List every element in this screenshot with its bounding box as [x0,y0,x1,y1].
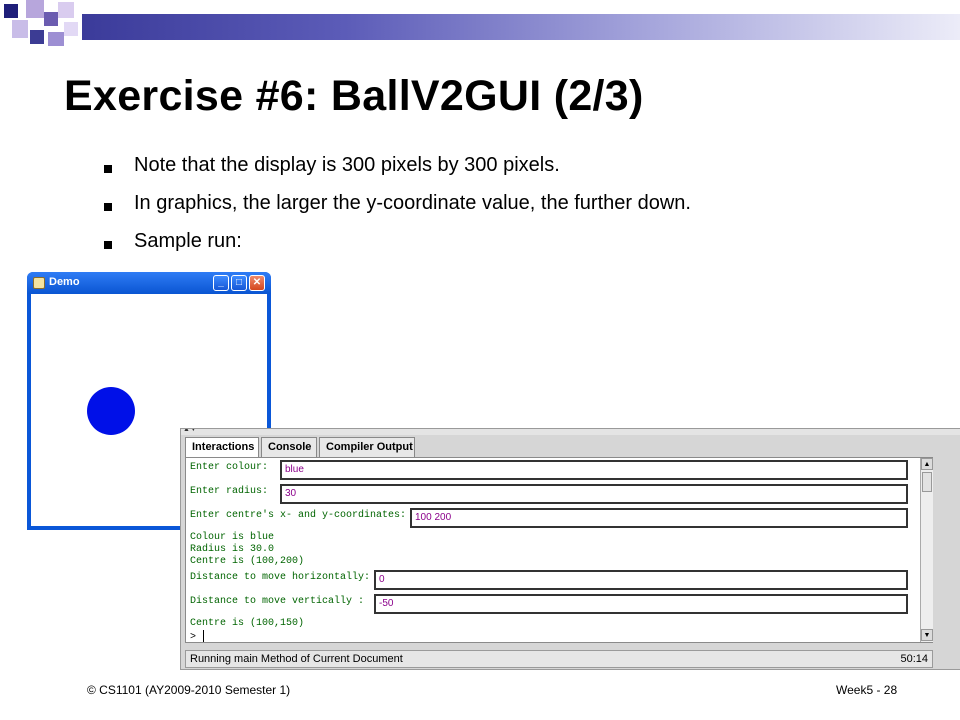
panel-splitter[interactable]: ▲▼ [181,429,960,435]
title-accent-bar [82,14,960,40]
bullet-item: Note that the display is 300 pixels by 3… [104,154,944,192]
output-line: Centre is (100,200) [190,556,305,567]
maximize-button[interactable]: □ [231,275,247,291]
tab-compiler-output[interactable]: Compiler Output [319,437,415,457]
demo-window-titlebar[interactable]: Demo _ □ ✕ [27,272,271,294]
status-text: Running main Method of Current Document [190,653,403,665]
radius-input[interactable]: 30 [280,484,908,504]
tab-console[interactable]: Console [261,437,317,457]
java-app-icon [33,277,45,289]
vertical-scrollbar[interactable]: ▲ ▼ [920,458,933,642]
demo-window: Demo _ □ ✕ [27,272,271,530]
text-caret [203,630,204,642]
colour-input[interactable]: blue [280,460,908,480]
output-line: Radius is 30.0 [190,544,275,555]
centre-input[interactable]: 100 200 [410,508,908,528]
footer-page: Week5 - 28 [836,683,898,697]
horizontal-input[interactable]: 0 [374,570,908,590]
slide-title: Exercise #6: BallV2GUI (2/3) [64,72,644,120]
tab-interactions[interactable]: Interactions [185,437,259,458]
command-prompt: > [190,632,197,643]
bullet-square-icon [104,165,112,173]
prompt-colour: Enter colour: [190,462,269,473]
bullet-list: Note that the display is 300 pixels by 3… [104,154,944,268]
bullet-text: In graphics, the larger the y-coordinate… [134,192,691,214]
status-bar: Running main Method of Current Document … [185,650,933,668]
output-line: Colour is blue [190,532,275,543]
cursor-position: 50:14 [900,653,928,665]
scroll-down-icon[interactable]: ▼ [921,629,933,641]
close-button[interactable]: ✕ [249,275,265,291]
prompt-centre: Enter centre's x- and y-coordinates: [190,510,407,521]
minimize-button[interactable]: _ [213,275,229,291]
bullet-item: Sample run: [104,230,944,268]
demo-window-title: Demo [49,276,80,288]
scroll-thumb[interactable] [922,472,932,492]
bullet-item: In graphics, the larger the y-coordinate… [104,192,944,230]
demo-canvas [31,294,267,526]
splitter-arrows-icon[interactable]: ▲▼ [183,428,197,433]
vertical-input[interactable]: -50 [374,594,908,614]
prompt-vertical: Distance to move vertically : [190,596,365,607]
footer-course: © CS1101 (AY2009-2010 Semester 1) [87,683,291,697]
prompt-horizontal: Distance to move horizontally: [190,572,371,583]
interactions-pane[interactable]: Enter colour: blue Enter radius: 30 Ente… [185,457,933,643]
scroll-up-icon[interactable]: ▲ [921,458,933,470]
drjava-panel: ▲▼ Interactions Console Compiler Output … [180,428,960,670]
prompt-radius: Enter radius: [190,486,269,497]
bullet-square-icon [104,203,112,211]
slide-decoration [0,0,80,50]
bullet-square-icon [104,241,112,249]
ball-circle [87,387,135,435]
bullet-text: Note that the display is 300 pixels by 3… [134,154,560,176]
output-final-line: Centre is (100,150) [190,618,305,629]
bullet-text: Sample run: [134,230,242,252]
